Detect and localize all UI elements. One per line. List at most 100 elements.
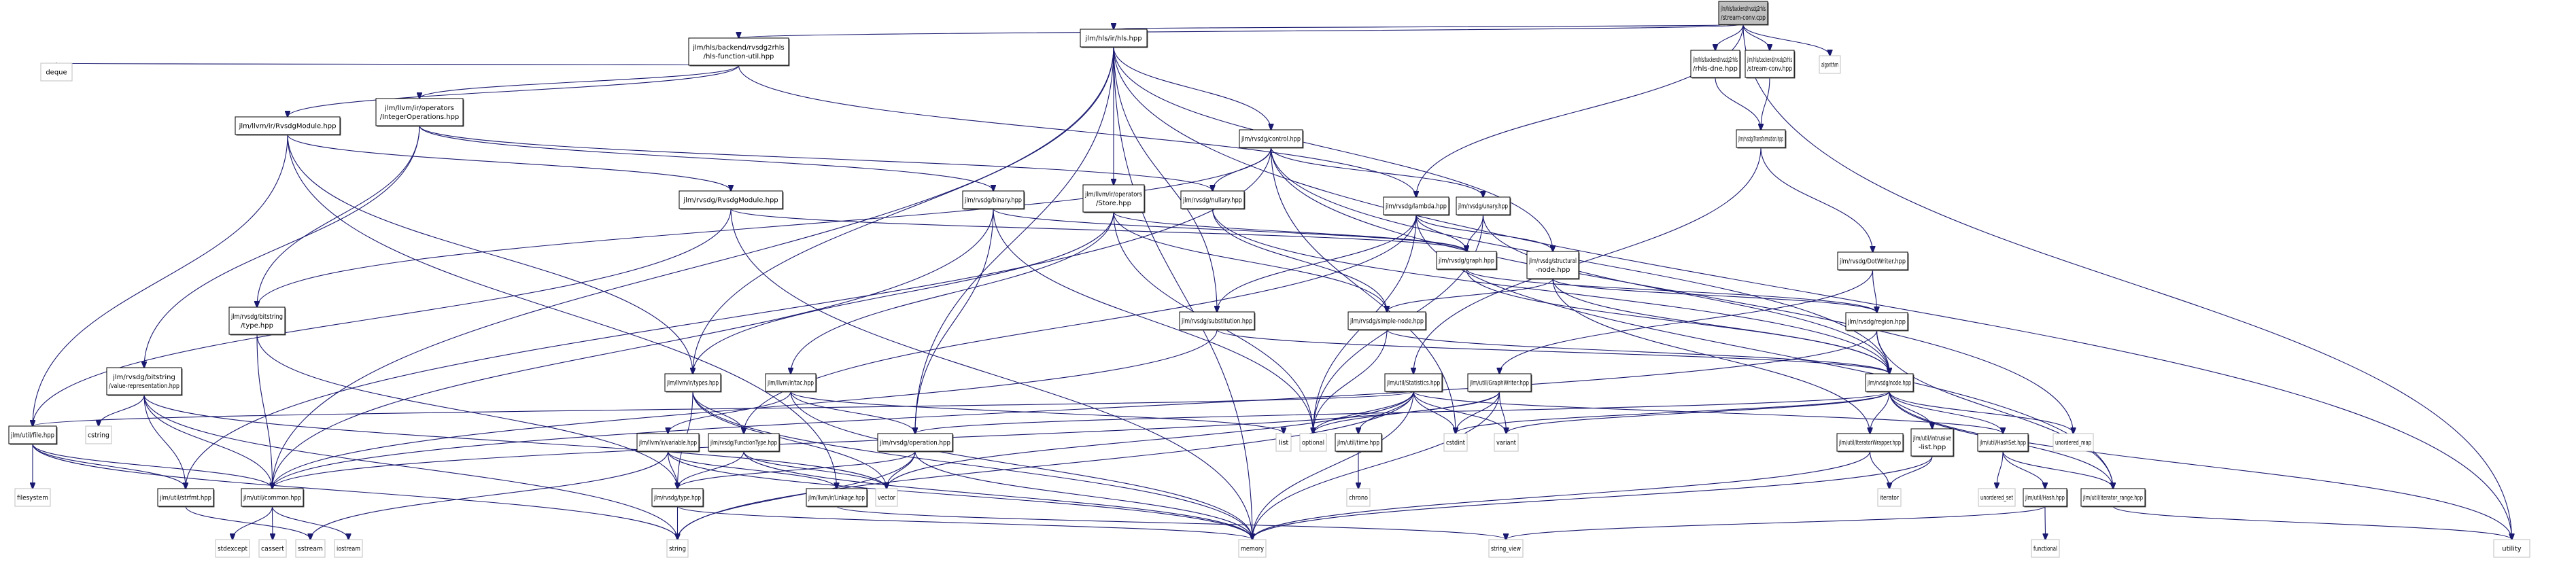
edge-store-to-graph xyxy=(1113,211,1466,251)
node-box xyxy=(708,433,780,452)
edge-control-to-node xyxy=(1270,147,1890,374)
edge-transformation-to-statistics xyxy=(1413,147,1762,374)
node-iterator-range[interactable]: jlm/util/iterator_range.hpp xyxy=(2080,488,2146,508)
node-variable[interactable]: jlm/llvm/ir/variable.hpp xyxy=(636,433,700,453)
edge-functiontype-to-memory xyxy=(743,451,1252,540)
node-memory: memory xyxy=(1238,539,1267,558)
edge-variable-to-rvsdg_type xyxy=(667,451,678,489)
edge-llvm_rvsdgmodule-to-rvsdgmodule xyxy=(287,134,731,191)
node-operation[interactable]: jlm/rvsdg/operation.hpp xyxy=(877,433,954,453)
edge-lambda-to-substitution xyxy=(1217,214,1417,312)
node-label: jlm/rvsdg/RvsdgModule.hpp xyxy=(683,197,778,205)
node-label: jlm/rvsdg/node.hpp xyxy=(1867,380,1911,387)
edge-region-to-node xyxy=(1876,330,1890,374)
node-label: filesystem xyxy=(17,495,48,502)
edge-integer_ops-to-bitstring_type xyxy=(257,125,420,307)
node-iteratorwrapper[interactable]: jlm/util/IteratorWrapper.hpp xyxy=(1836,433,1904,453)
node-linkage[interactable]: jlm/llvm/ir/Linkage.hpp xyxy=(806,488,868,508)
node-hls-function-util[interactable]: jlm/hls/backend/rvsdg2rhls/hls-function-… xyxy=(688,37,790,67)
node-file[interactable]: jlm/util/file.hpp xyxy=(8,425,58,445)
node-bitstring-type[interactable]: jlm/rvsdg/bitstring/type.hpp xyxy=(228,306,286,336)
edge-variable-to-linkage xyxy=(667,451,837,489)
node-substitution[interactable]: jlm/rvsdg/substitution.hpp xyxy=(1179,311,1256,331)
edge-hls-to-memory xyxy=(1113,46,1252,540)
node-filesystem: filesystem xyxy=(14,488,51,507)
node-structural-node[interactable]: jlm/rvsdg/structural-node.hpp xyxy=(1526,251,1580,280)
node-binary[interactable]: jlm/rvsdg/binary.hpp xyxy=(962,190,1025,210)
node-graph[interactable]: jlm/rvsdg/graph.hpp xyxy=(1436,251,1498,270)
node-box xyxy=(1910,428,1954,457)
node-label: iostream xyxy=(337,546,360,553)
node-llvm-rvsdgmodule[interactable]: jlm/llvm/ir/RvsdgModule.hpp xyxy=(235,116,341,136)
node-box xyxy=(1978,488,2016,507)
edge-integer_ops-to-nullary xyxy=(419,125,1213,191)
node-llvm-types[interactable]: jlm/llvm/ir/types.hpp xyxy=(664,373,722,393)
node-label: deque xyxy=(46,69,67,77)
node-optional: optional xyxy=(1299,433,1327,452)
node-intrusive-list[interactable]: jlm/util/intrusive-list.hpp xyxy=(1910,428,1955,457)
node-algorithm: algorithm xyxy=(1819,55,1841,74)
node-tac[interactable]: jlm/llvm/ir/tac.hpp xyxy=(765,373,817,393)
node-label: jlm/rvsdg/bitstring xyxy=(112,374,175,381)
node-iostream: iostream xyxy=(334,539,363,558)
node-transformation[interactable]: jlm/rvsdg/Transformation.hpp xyxy=(1736,129,1787,149)
node-functiontype[interactable]: jlm/rvsdg/FunctionType.hpp xyxy=(708,433,780,453)
edge-simple_node-to-optional xyxy=(1313,329,1388,434)
node-control[interactable]: jlm/rvsdg/control.hpp xyxy=(1239,129,1304,149)
node-dotwriter[interactable]: jlm/rvsdg/DotWriter.hpp xyxy=(1837,251,1909,271)
edge-hls-to-structural_node xyxy=(1113,46,1553,251)
node-node[interactable]: jlm/rvsdg/node.hpp xyxy=(1865,373,1914,393)
node-label: /stream-conv.hpp xyxy=(1747,65,1792,73)
node-unary[interactable]: jlm/rvsdg/unary.hpp xyxy=(1456,196,1511,216)
edge-hash-to-functional xyxy=(2045,506,2046,540)
edge-node-to-operation xyxy=(915,391,1890,434)
node-strfmt[interactable]: jlm/util/strfmt.hpp xyxy=(157,488,215,508)
node-box xyxy=(1467,373,1532,392)
edge-rvsdgmodule-to-graph xyxy=(730,208,1466,251)
edge-graphwriter-to-cstdint xyxy=(1456,391,1500,434)
edge-graphwriter-to-memory xyxy=(1252,391,1500,540)
node-box xyxy=(1275,433,1292,452)
node-store[interactable]: jlm/llvm/ir/operators/Store.hpp xyxy=(1082,184,1146,213)
node-value-repr[interactable]: jlm/rvsdg/bitstring/value-representation… xyxy=(106,367,183,396)
edge-intrusive_list-to-memory xyxy=(1252,455,1933,540)
node-hashset[interactable]: jlm/util/HashSet.hpp xyxy=(1977,433,2029,453)
node-box xyxy=(1745,50,1795,78)
node-hash[interactable]: jlm/util/Hash.hpp xyxy=(2023,488,2068,508)
node-rvsdgmodule[interactable]: jlm/rvsdg/RvsdgModule.hpp xyxy=(679,190,784,210)
node-box xyxy=(215,539,250,558)
edge-region-to-common xyxy=(273,330,1878,489)
edge-statistics-to-file xyxy=(33,391,1414,426)
node-simple-node[interactable]: jlm/rvsdg/simple-node.hpp xyxy=(1347,311,1427,331)
edge-statistics-to-cstdint xyxy=(1413,391,1456,434)
node-rhls-dne[interactable]: jlm/hls/backend/rvsdg2rhls/rhls-dne.hpp xyxy=(1690,50,1741,79)
edge-substitution-to-common xyxy=(273,329,1218,489)
node-common[interactable]: jlm/util/common.hpp xyxy=(241,488,305,508)
node-rvsdg-type[interactable]: jlm/rvsdg/type.hpp xyxy=(651,488,704,508)
node-box xyxy=(1865,373,1914,392)
node-lambda[interactable]: jlm/rvsdg/lambda.hpp xyxy=(1383,196,1450,216)
edge-lambda-to-graph xyxy=(1415,214,1466,251)
node-nullary[interactable]: jlm/rvsdg/nullary.hpp xyxy=(1180,190,1246,210)
node-hls[interactable]: jlm/hls/ir/hls.hpp xyxy=(1080,29,1148,48)
node-statistics[interactable]: jlm/util/Statistics.hpp xyxy=(1384,373,1443,393)
edge-root-to-algorithm xyxy=(1742,24,1830,56)
node-graphwriter[interactable]: jlm/util/GraphWriter.hpp xyxy=(1467,373,1532,393)
edge-llvm_types-to-memory xyxy=(692,391,1252,540)
node-box xyxy=(2031,539,2060,558)
node-box xyxy=(106,367,182,396)
node-label: sstream xyxy=(298,546,323,553)
node-time[interactable]: jlm/util/time.hpp xyxy=(1335,433,1383,453)
edge-file-to-string xyxy=(32,443,678,540)
edge-hls_function_util-to-deque xyxy=(56,63,740,65)
node-integer-ops[interactable]: jlm/llvm/ir/operators/IntegerOperations.… xyxy=(375,98,464,127)
node-label: /stream-conv.cpp xyxy=(1721,14,1766,22)
node-box xyxy=(1845,312,1908,331)
node-label: utility xyxy=(2502,546,2522,553)
node-region[interactable]: jlm/rvsdg/region.hpp xyxy=(1845,312,1909,332)
node-label: jlm/util/Hash.hpp xyxy=(2025,495,2065,502)
edge-root-to-stream_conv_hpp xyxy=(1742,24,1770,50)
node-box xyxy=(1436,251,1497,270)
node-stream-conv-hpp[interactable]: jlm/hls/backend/rvsdg2rhls/stream-conv.h… xyxy=(1745,50,1796,79)
node-root[interactable]: jlm/hls/backend/rvsdg2rhls/stream-conv.c… xyxy=(1718,1,1769,26)
